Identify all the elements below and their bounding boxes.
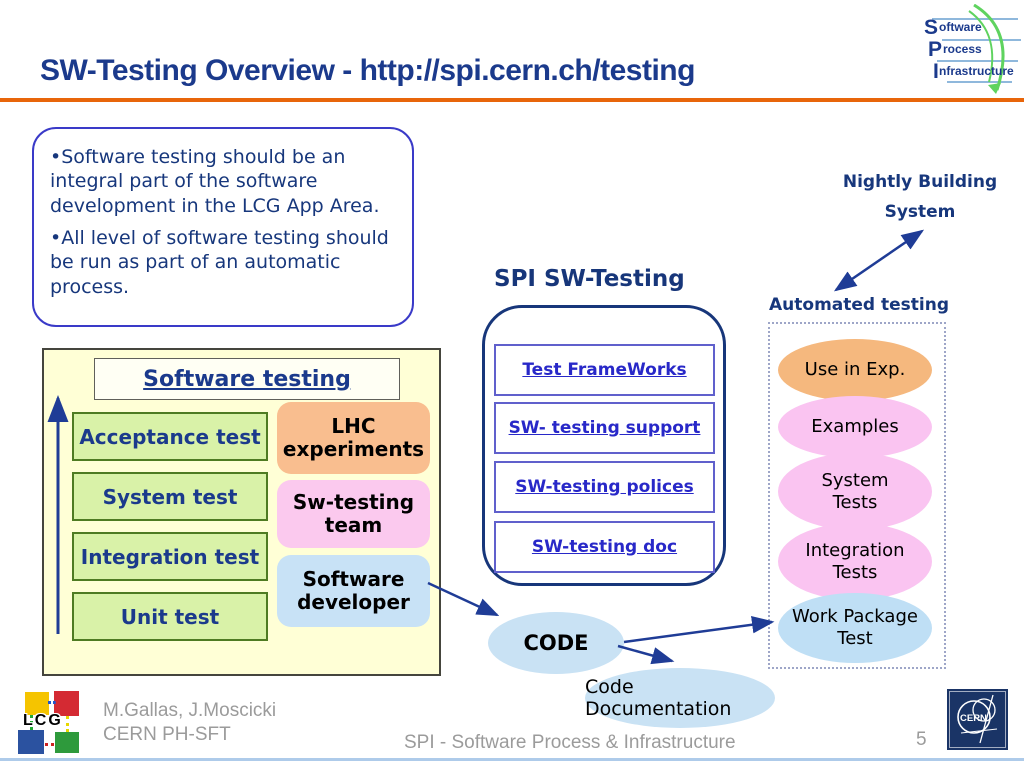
- lcg-logo-label: LCG: [23, 712, 63, 729]
- footer-authors-affiliation: CERN PH-SFT: [103, 724, 231, 745]
- cern-logo-icon: CERN: [947, 689, 1008, 750]
- svg-text:S: S: [924, 16, 938, 39]
- link-box-sw-testing-doc[interactable]: SW-testing doc: [494, 521, 715, 573]
- svg-text:CERN: CERN: [960, 713, 987, 724]
- spi-sw-testing-panel: Test FrameWorks SW- testing support SW-t…: [482, 305, 726, 586]
- lcg-dotted-link-right: [66, 716, 69, 732]
- intro-bullet-box: •Software testing should be an integral …: [32, 127, 414, 327]
- footer-authors: M.Gallas, J.Moscicki CERN PH-SFT: [103, 699, 276, 747]
- link-sw-testing-support[interactable]: SW- testing support: [508, 418, 701, 438]
- link-test-frameworks[interactable]: Test FrameWorks: [522, 360, 687, 380]
- arrow-code-to-workpackage: [623, 616, 775, 644]
- oval-work-package-test: Work Package Test: [778, 593, 932, 663]
- level-system-test: System test: [72, 472, 268, 521]
- lcg-dotted-link-bottom: [45, 743, 54, 746]
- lcg-square-red: [54, 691, 79, 716]
- actor-sw-testing-team: Sw-testing team: [277, 480, 430, 548]
- level-unit-test: Unit test: [72, 592, 268, 641]
- header-divider: [0, 98, 1024, 102]
- intro-bullet-1: •Software testing should be an integral …: [50, 146, 380, 217]
- spi-sw-testing-title: SPI SW-Testing: [494, 266, 685, 292]
- intro-bullet-2: •All level of software testing should be…: [50, 226, 389, 298]
- footer-divider: [0, 758, 1024, 761]
- svg-text:nfrastructure: nfrastructure: [939, 64, 1014, 78]
- svg-text:P: P: [928, 38, 942, 61]
- oval-code: CODE: [488, 612, 624, 674]
- link-sw-testing-polices[interactable]: SW-testing polices: [515, 477, 694, 497]
- arrow-code-to-codedoc: [617, 644, 675, 665]
- software-testing-panel: Software testing Acceptance test System …: [42, 348, 441, 676]
- lcg-square-yellow: [25, 692, 49, 715]
- link-box-sw-testing-polices[interactable]: SW-testing polices: [494, 461, 715, 513]
- page-title: SW-Testing Overview - http://spi.cern.ch…: [40, 54, 695, 87]
- nightly-building-line1: Nightly Building: [842, 172, 998, 192]
- level-integration-test: Integration test: [72, 532, 268, 581]
- svg-text:oftware: oftware: [939, 20, 982, 34]
- svg-text:rocess: rocess: [943, 42, 982, 56]
- level-acceptance-test: Acceptance test: [72, 412, 268, 461]
- oval-examples: Examples: [778, 396, 932, 458]
- link-sw-testing-doc[interactable]: SW-testing doc: [531, 537, 678, 557]
- lcg-dotted-link-top: [48, 701, 56, 704]
- software-testing-header: Software testing: [94, 358, 400, 400]
- software-testing-header-label: Software testing: [143, 366, 351, 392]
- svg-text:I: I: [933, 60, 939, 83]
- automated-testing-label: Automated testing: [769, 295, 949, 315]
- page-number: 5: [916, 729, 927, 750]
- lcg-dotted-link-left: [30, 715, 33, 730]
- actor-lhc-experiments: LHC experiments: [277, 402, 430, 474]
- lcg-square-blue: [18, 730, 44, 754]
- lcg-logo-icon: LCG: [14, 688, 82, 756]
- nightly-building-label: Nightly Building System: [840, 172, 1000, 222]
- oval-code-documentation: Code Documentation: [585, 668, 775, 728]
- link-box-test-frameworks[interactable]: Test FrameWorks: [494, 344, 715, 396]
- spi-infrastructure-logo-icon: S oftware P rocess I nfrastructure: [924, 4, 1021, 94]
- oval-use-in-exp: Use in Exp.: [778, 339, 932, 401]
- lcg-square-green: [55, 732, 79, 753]
- footer-authors-names: M.Gallas, J.Moscicki: [103, 700, 277, 721]
- nightly-building-line2: System: [884, 202, 956, 222]
- link-box-sw-testing-support[interactable]: SW- testing support: [494, 402, 715, 454]
- arrow-automated-nightly: [833, 229, 925, 292]
- actor-software-developer: Software developer: [277, 555, 430, 627]
- oval-system-tests: System Tests: [778, 453, 932, 530]
- footer-center-text: SPI - Software Process & Infrastructure: [404, 732, 736, 753]
- oval-integration-tests: Integration Tests: [778, 523, 932, 600]
